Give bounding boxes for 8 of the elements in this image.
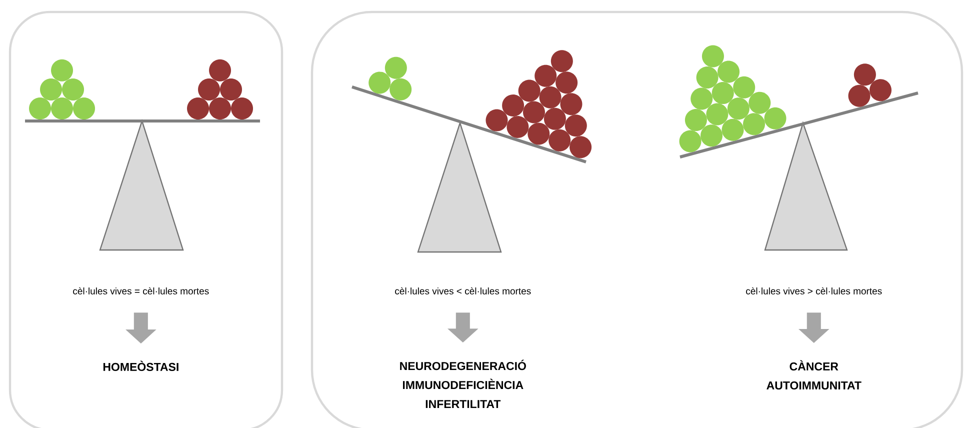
panel-box xyxy=(310,10,964,428)
outcome-text: HOMEÒSTASI xyxy=(103,360,178,372)
relation-text: cèl·lules vives = cèl·lules mortes xyxy=(73,287,209,294)
outcome-text: CÀNCER AUTOIMMUNITAT xyxy=(766,360,862,390)
outcome-text: NEURODEGENERACIÓ IMMUNODEFICIÈNCIA INFERTILITAT xyxy=(400,360,526,408)
panel-box xyxy=(8,10,284,428)
relation-text: cèl·lules vives < cèl·lules mortes xyxy=(395,287,531,294)
relation-text: cèl·lules vives > cèl·lules mortes xyxy=(746,287,882,294)
